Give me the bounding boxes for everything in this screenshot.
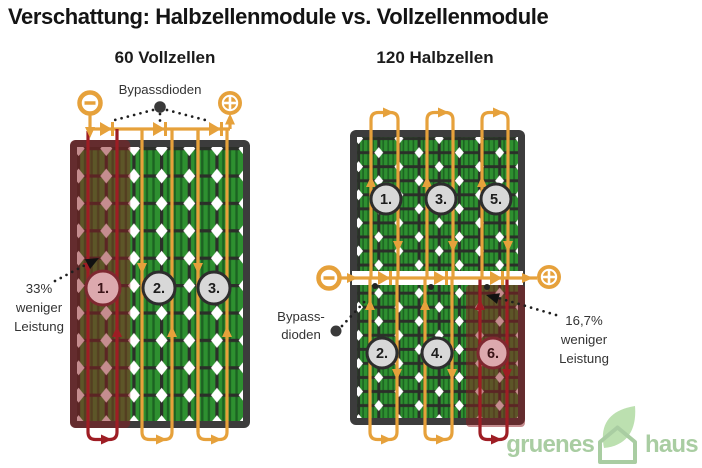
right-loss-line3: Leistung	[559, 351, 609, 366]
left-section-2-badge: 2.	[141, 270, 177, 306]
right-section-2-label: 2.	[376, 346, 388, 362]
right-bypass-dotted-line	[340, 297, 369, 328]
logo-word-haus: haus	[645, 431, 699, 458]
right-module: 1. 3. 5. 2. 4. 6.	[316, 107, 561, 445]
right-loss-line2: weniger	[560, 332, 608, 347]
right-minus-terminal-icon	[316, 265, 342, 291]
left-loss-arrow	[53, 258, 99, 283]
right-section-3-badge: 3.	[424, 182, 458, 216]
logo-house-icon	[598, 406, 637, 464]
right-power-loss-annotation: 16,7% weniger Leistung	[548, 311, 620, 368]
left-power-loss-annotation: 33% weniger Leistung	[0, 279, 78, 336]
right-flow-arrows	[347, 107, 533, 445]
right-section-5-label: 5.	[490, 192, 502, 208]
right-bus-diode-symbols	[378, 271, 504, 285]
logo-house-outline	[598, 425, 637, 464]
left-module-heading: 60 Vollzellen	[114, 48, 216, 67]
right-module-heading: 120 Halbzellen	[376, 48, 494, 67]
left-section-3-badge: 3.	[196, 270, 232, 306]
right-section-6-label: 6.	[487, 346, 499, 362]
right-bypass-diodes-label: Bypass- dioden	[262, 308, 340, 344]
right-section-4-badge: 4.	[420, 336, 454, 370]
right-loss-arrow	[486, 293, 558, 317]
right-section-2-badge: 2.	[365, 336, 399, 370]
left-section-2-label: 2.	[153, 281, 165, 297]
right-bypass-label-line1: Bypass-	[277, 309, 325, 324]
right-section-1-badge: 1.	[369, 182, 403, 216]
left-section-1-label: 1.	[97, 281, 109, 297]
page-title: Verschattung: Halbzellenmodule vs. Vollz…	[8, 4, 549, 29]
right-section-1-label: 1.	[380, 192, 392, 208]
left-flow-arrows	[83, 113, 235, 445]
right-plus-terminal-icon	[537, 265, 561, 289]
left-loss-line3: Leistung	[14, 319, 64, 334]
logo-word-gruenes: gruenes	[506, 431, 595, 458]
left-loss-line2: weniger	[15, 300, 63, 315]
left-section-1-badge: 1.	[84, 269, 122, 307]
left-minus-terminal-icon	[77, 90, 103, 116]
left-bypass-dotted-lines	[109, 108, 211, 123]
left-loss-line1: 33%	[25, 281, 53, 296]
right-bus-diode-dots	[372, 283, 490, 290]
right-section-6-badge: 6.	[476, 336, 510, 370]
left-bypass-diodes-label: Bypassdioden	[118, 82, 202, 97]
left-plus-terminal-icon	[218, 91, 242, 115]
right-loss-line1: 16,7%	[565, 313, 603, 328]
right-section-3-label: 3.	[435, 192, 447, 208]
left-module: 1. 2. 3.	[53, 90, 250, 445]
left-bus-diode-symbols	[100, 122, 223, 136]
left-bypass-callout-dot	[154, 101, 166, 113]
right-section-4-label: 4.	[431, 346, 443, 362]
right-bypass-callout-dot	[330, 325, 342, 337]
left-section-3-label: 3.	[208, 281, 220, 297]
right-bypass-label-line2: dioden	[281, 327, 321, 342]
right-section-5-badge: 5.	[479, 182, 513, 216]
